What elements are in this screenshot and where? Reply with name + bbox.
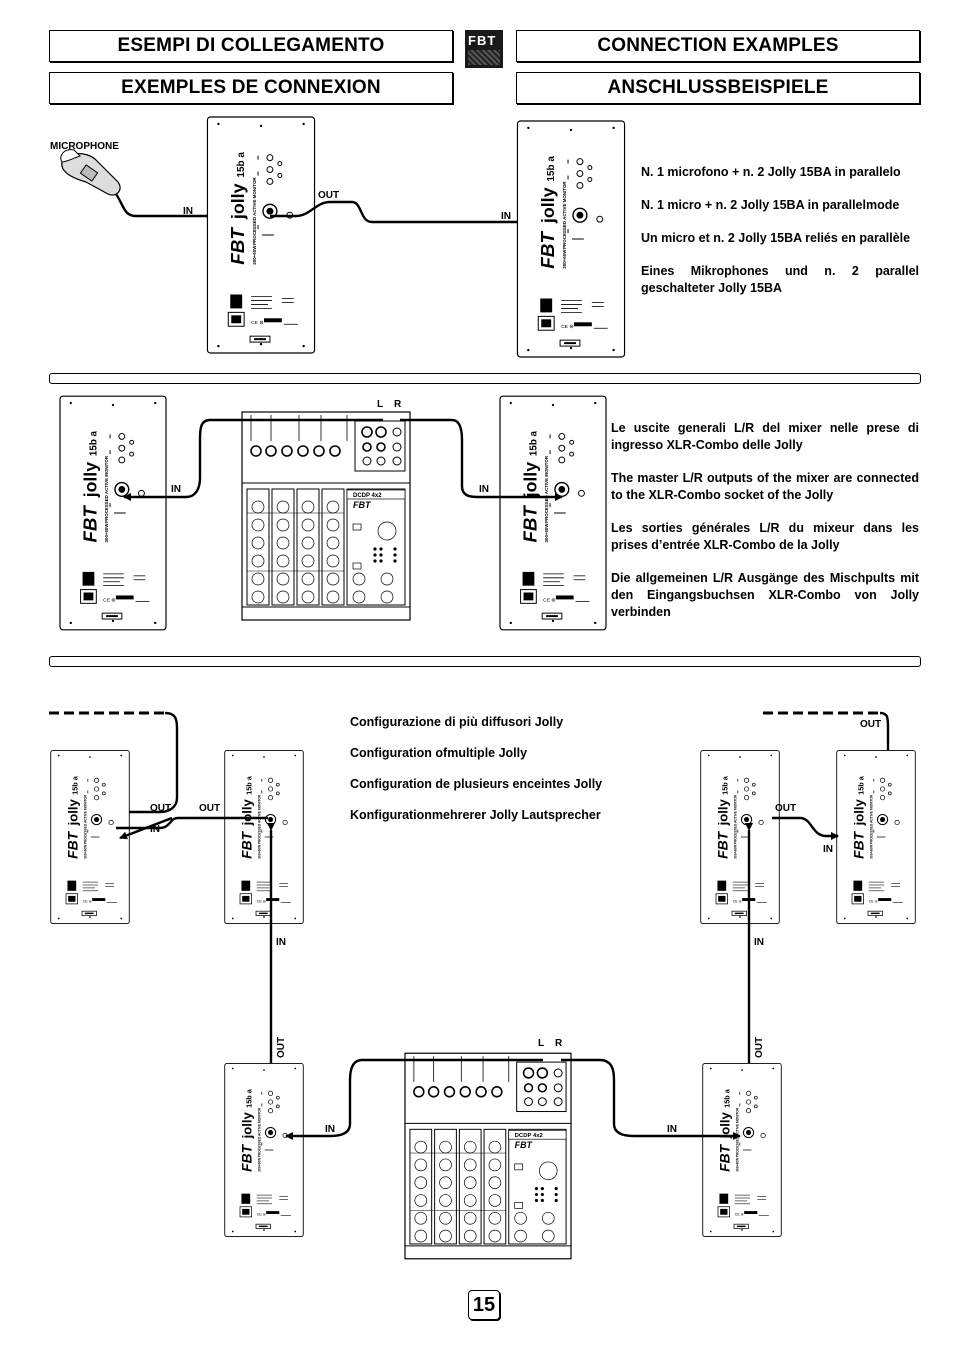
section3-text-de: Konfigurationmehrerer Jolly Lautsprecher <box>350 808 601 822</box>
mixer-bottom-l-label: L <box>538 1038 544 1049</box>
right-vertical-in-label: IN <box>754 937 764 948</box>
section3-text-fr: Configuration de plusieurs enceintes Jol… <box>350 777 603 791</box>
section3-diagram: OUT OUT IN OUT OUT IN IN IN OUT OUT L R … <box>49 711 916 1260</box>
left-vertical-in-label: IN <box>276 937 286 948</box>
logo-texture <box>468 50 500 65</box>
fbt-logo-text: FBT <box>468 33 497 48</box>
speaker-jolly-1 <box>206 116 316 354</box>
chain-link-left <box>116 816 268 830</box>
microphone-label: MICROPHONE <box>50 141 119 152</box>
section1-description: N. 1 microfono + n. 2 Jolly 15BA in para… <box>641 164 919 313</box>
chain-in-from-left <box>124 711 179 814</box>
speaker2-in-label: IN <box>501 211 511 222</box>
page-number: 15 <box>468 1290 500 1320</box>
speaker-left-in-label: IN <box>171 484 181 495</box>
speaker-chain4-in-label: IN <box>823 844 833 855</box>
mixer-l-to-speaker-cable <box>123 418 383 501</box>
section1-text-it: N. 1 microfono + n. 2 Jolly 15BA in para… <box>641 165 901 179</box>
section3-text-en: Configuration ofmultiple Jolly <box>350 746 528 760</box>
mixer <box>241 411 411 621</box>
mixer-bottom-r-label: R <box>555 1038 563 1049</box>
section2-text-it: Le uscite generali L/R del mixer nelle p… <box>611 421 919 452</box>
chain-out-right <box>879 711 892 811</box>
fbt-logo: FBT <box>465 30 503 68</box>
far-right-out-label: OUT <box>860 719 881 730</box>
speaker-chain-3 <box>700 749 780 925</box>
speaker-jolly-2 <box>516 120 626 358</box>
section3-text-it: Configurazione di più diffusori Jolly <box>350 715 564 729</box>
section1-text-fr: Un micro et n. 2 Jolly 15BA reliés en pa… <box>641 231 911 245</box>
mixer-l-label: L <box>377 399 383 410</box>
microphone-icon <box>60 149 121 196</box>
bottom-mixer-r-cable <box>561 1058 741 1140</box>
mixer-r-label: R <box>394 399 402 410</box>
mic-to-speaker1-cable <box>114 193 263 220</box>
speaker1-out-label: OUT <box>318 190 339 201</box>
section3-description: Configurazione di più diffusori Jolly Co… <box>350 715 602 839</box>
speaker-chain2-out-label: OUT <box>199 803 220 814</box>
chain-link-right <box>772 816 839 840</box>
section1-text-en: N. 1 micro + n. 2 Jolly 15BA in parallel… <box>641 198 900 212</box>
right-vertical-out-label: OUT <box>754 1037 765 1058</box>
bottom-mixer-l-cable <box>285 1058 543 1140</box>
mixer-bottom <box>404 1052 572 1260</box>
speaker-chain3-out-label: OUT <box>775 803 796 814</box>
speaker-chain1-in-label: IN <box>150 824 160 835</box>
speaker-bottom-right <box>702 1062 782 1238</box>
speaker1-in-label: IN <box>183 206 193 217</box>
left-vertical-out-label: OUT <box>276 1037 287 1058</box>
section1-diagram: MICROPHONE IN OUT IN <box>50 116 626 358</box>
speaker-chain-4 <box>836 749 916 925</box>
mixer-r-to-speaker-cable <box>400 418 563 501</box>
speaker-jolly-right <box>499 395 607 631</box>
bottom-left-in-label: IN <box>325 1124 335 1135</box>
speaker1-to-speaker2-cable <box>270 200 573 226</box>
title-italian: ESEMPI DI COLLEGAMENTO <box>49 30 453 62</box>
section-divider-2 <box>49 656 921 667</box>
bottom-right-in-label: IN <box>667 1124 677 1135</box>
speaker-chain-2 <box>224 749 304 925</box>
title-german: ANSCHLUSSBEISPIELE <box>516 72 920 104</box>
speaker-chain-1 <box>50 749 130 925</box>
speaker-jolly-left <box>59 395 167 631</box>
section2-diagram: L R IN IN <box>59 395 607 631</box>
speaker-bottom-left <box>224 1062 304 1238</box>
title-english: CONNECTION EXAMPLES <box>516 30 920 62</box>
title-french: EXEMPLES DE CONNEXION <box>49 72 453 104</box>
section-divider-1 <box>49 373 921 384</box>
speaker-chain1-out-label: OUT <box>150 803 171 814</box>
section2-text-de: Die allgemeinen L/R Ausgänge des Mischpu… <box>611 571 919 619</box>
section2-text-en: The master L/R outputs of the mixer are … <box>611 471 919 502</box>
section2-text-fr: Les sorties générales L/R du mixeur dans… <box>611 521 919 552</box>
section2-description: Le uscite generali L/R del mixer nelle p… <box>611 420 919 637</box>
section1-text-de: Eines Mikrophones und n. 2 parallel gesc… <box>641 264 919 295</box>
speaker-right-in-label: IN <box>479 484 489 495</box>
